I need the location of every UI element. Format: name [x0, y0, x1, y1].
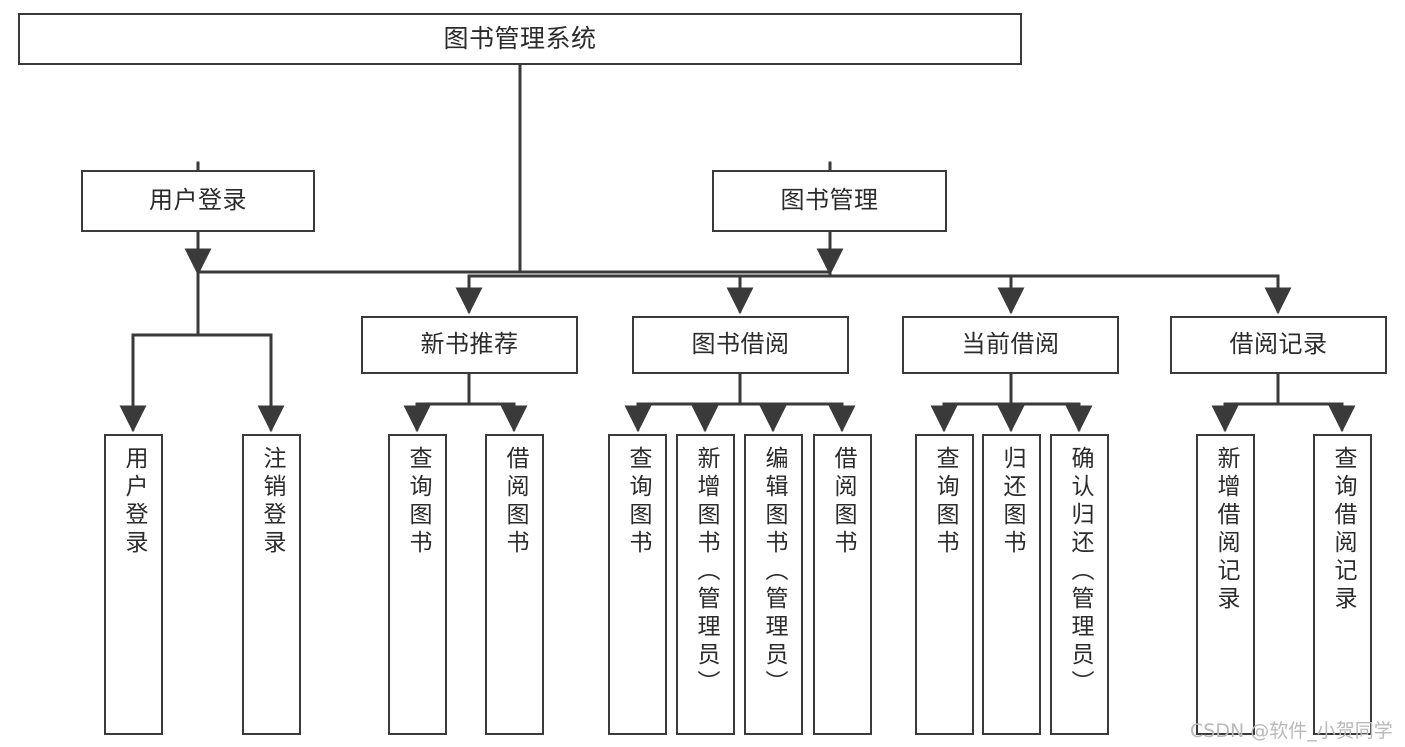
leaf-borrow-record-1[interactable]: 新增借阅记录 — [1196, 434, 1255, 735]
leaf-borrow-record-2-label: 查询借阅记录 — [1330, 446, 1356, 614]
leaf-user-login-1-label: 用户登录 — [121, 446, 147, 558]
node-new-book-recommend[interactable]: 新书推荐 — [361, 316, 578, 374]
leaf-book-borrow-4-label: 借阅图书 — [830, 446, 856, 558]
leaf-user-login-1[interactable]: 用户登录 — [104, 434, 163, 735]
leaf-current-borrow-3-label: 确认归还（管理员） — [1067, 446, 1093, 698]
node-user-login[interactable]: 用户登录 — [81, 170, 315, 232]
leaf-new-book-2-label: 借阅图书 — [502, 446, 528, 558]
leaf-new-book-1[interactable]: 查询图书 — [388, 434, 447, 735]
leaf-book-borrow-1[interactable]: 查询图书 — [608, 434, 667, 735]
node-borrow-record[interactable]: 借阅记录 — [1170, 316, 1387, 374]
leaf-book-borrow-3[interactable]: 编辑图书（管理员） — [744, 434, 803, 735]
node-book-borrow-label: 图书借阅 — [691, 330, 790, 359]
leaf-book-borrow-2-label: 新增图书（管理员） — [693, 446, 719, 698]
node-borrow-record-label: 借阅记录 — [1229, 330, 1328, 359]
leaf-new-book-1-label: 查询图书 — [405, 446, 431, 558]
leaf-current-borrow-1[interactable]: 查询图书 — [915, 434, 974, 735]
node-root[interactable]: 图书管理系统 — [18, 13, 1022, 65]
leaf-book-borrow-3-label: 编辑图书（管理员） — [761, 446, 787, 698]
node-user-login-label: 用户登录 — [149, 186, 247, 215]
leaf-current-borrow-3[interactable]: 确认归还（管理员） — [1050, 434, 1109, 735]
node-current-borrow[interactable]: 当前借阅 — [902, 316, 1119, 374]
node-book-borrow[interactable]: 图书借阅 — [632, 316, 849, 374]
leaf-user-login-2-label: 注销登录 — [259, 446, 285, 558]
node-book-manage[interactable]: 图书管理 — [712, 170, 947, 232]
node-new-book-recommend-label: 新书推荐 — [420, 330, 519, 359]
leaf-user-login-2[interactable]: 注销登录 — [242, 434, 301, 735]
leaf-book-borrow-2[interactable]: 新增图书（管理员） — [676, 434, 735, 735]
leaf-current-borrow-2-label: 归还图书 — [999, 446, 1025, 558]
leaf-borrow-record-1-label: 新增借阅记录 — [1213, 446, 1239, 614]
node-root-label: 图书管理系统 — [443, 23, 597, 53]
leaf-current-borrow-1-label: 查询图书 — [932, 446, 958, 558]
watermark-text: CSDN @软件_小贺同学 — [1190, 720, 1393, 742]
leaf-new-book-2[interactable]: 借阅图书 — [485, 434, 544, 735]
leaf-book-borrow-4[interactable]: 借阅图书 — [813, 434, 872, 735]
leaf-borrow-record-2[interactable]: 查询借阅记录 — [1313, 434, 1372, 735]
node-current-borrow-label: 当前借阅 — [961, 330, 1060, 359]
leaf-current-borrow-2[interactable]: 归还图书 — [982, 434, 1041, 735]
leaf-book-borrow-1-label: 查询图书 — [625, 446, 651, 558]
node-book-manage-label: 图书管理 — [780, 186, 879, 215]
